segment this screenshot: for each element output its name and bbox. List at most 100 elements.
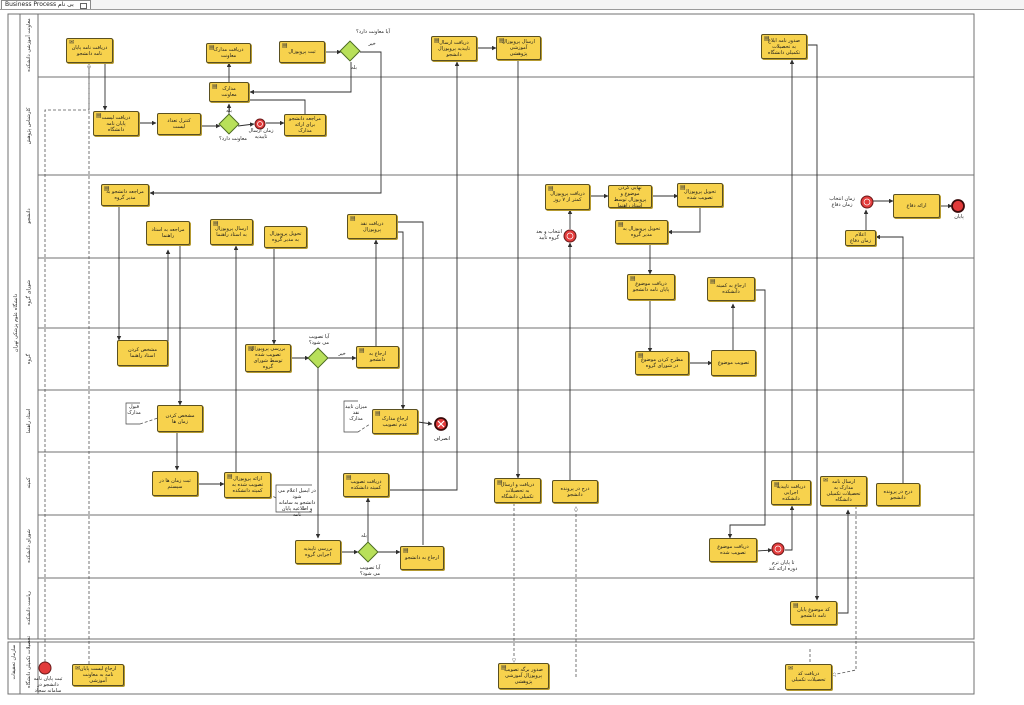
task-refer-committee[interactable]: ▤ارجاع به کمیته دانشکده	[707, 277, 755, 301]
task-record-times[interactable]: ثبت زمان ها در سیستم	[152, 471, 198, 496]
task-icon: ▤	[212, 83, 218, 90]
label-yes-2: بله	[226, 108, 232, 114]
timer-event-3	[771, 542, 785, 556]
lane-title-1: معاونت آموزشی دانشکده	[26, 18, 32, 72]
task-receive-topic[interactable]: ▤دریافت موضوع پایان نامه دانشجو	[627, 274, 675, 300]
gateway-3-label: آیا تصویب می شود؟	[308, 334, 330, 346]
task-file-record-2[interactable]: درج در پرونده دانشجو	[876, 483, 920, 506]
timer-3-label: تا پایان ترم دوره ارائه کند	[768, 560, 798, 572]
pool-title-main: دانشگاه علوم پزشکی تهران	[13, 293, 19, 353]
label-yes-4: بله	[361, 533, 367, 539]
task-deliver-proposal[interactable]: تحویل پروپوزال به مدیر گروه	[264, 226, 307, 248]
task-icon: ▤	[630, 275, 636, 282]
task-receive-critique[interactable]: ▤دریافت نقد پروپوزال	[347, 214, 397, 239]
task-icon: ▤	[497, 479, 503, 486]
task-receive-approved-topic[interactable]: دریافت موضوع تصویب شده	[709, 538, 757, 562]
task-icon: ▤	[434, 37, 440, 44]
bottom-pool	[7, 641, 975, 695]
document-tab[interactable]: Business Process بی نام	[1, 0, 91, 9]
task-icon: ▤	[209, 44, 215, 51]
gateway-4	[357, 541, 379, 563]
timer-2-label: انتخاب و بعد گروه تایید	[536, 229, 562, 241]
task-receive-7days[interactable]: ▤دریافت پروپوزال کمتر از ۷ روز	[545, 184, 590, 210]
task-icon: ▤	[638, 352, 644, 359]
envelope-icon: ✉	[75, 665, 81, 672]
label-no-1: خیر	[368, 41, 376, 47]
gateway-1-label: آیا معاونت دارد؟	[356, 29, 390, 35]
task-receive-exec-approval[interactable]: ▤دریافت تاییدیه اجرایی دانشکده	[771, 480, 811, 505]
task-send-to-supervisor[interactable]: ▤ارسال پروپوزال به استاد راهنما	[210, 219, 253, 245]
pool-title-bottom-1: سازمان تحقیقات	[11, 644, 17, 680]
task-deputy-documents[interactable]: ▤مدارک معاونت	[209, 82, 249, 102]
label-no-3: خیر	[338, 351, 346, 357]
task-refer-student[interactable]: ▤ارجاع به دانشجو	[356, 346, 399, 368]
task-receive-thesis-letter[interactable]: ✉دریافت نامه پایان نامه دانشجو	[66, 38, 113, 63]
task-deliver-approved[interactable]: ▤تحویل پروپوزال تصویب شده	[677, 183, 723, 207]
task-send-approval[interactable]: ▤دریافت ارسال تاییدیه پروپوزال دانشجو	[431, 36, 477, 61]
note-1: قبول مدارک	[127, 404, 141, 416]
task-icon: ▤	[710, 278, 716, 285]
task-student-visit[interactable]: مراجعه دانشجو برای ارائه مدارک	[284, 114, 326, 136]
task-refer-rejected[interactable]: ▤ارجاع مدارک عدم تصویب	[372, 409, 418, 434]
task-approve-topic[interactable]: تصویب موضوع	[711, 350, 756, 376]
task-present-topic[interactable]: ▤مطرح کردن موضوع در شورای گروه	[635, 351, 689, 375]
task-refer-list[interactable]: ✉ارجاع لیست پایان نامه به معاونت آموزشی	[72, 664, 124, 686]
task-receive-list[interactable]: ▤دریافت لیست پایان نامه دانشگاه	[93, 111, 139, 136]
task-icon: ▤	[213, 220, 219, 227]
end-timer-event	[254, 118, 266, 130]
task-issue-approval-form[interactable]: ▤صدور برگه تصویب پروپوزال آموزشی پژوهشی	[498, 663, 549, 689]
task-receive-code[interactable]: ✉دریافت کد تحصیلات تکمیلی	[785, 664, 832, 690]
task-register-proposal[interactable]: ▤ثبت پروپوزال	[279, 41, 325, 63]
task-finalize-topic[interactable]: نهایی کردن موضوع و پروپوزال توسط استاد ر…	[608, 185, 652, 208]
task-review-exec[interactable]: بررسی تاییدیه اجرایی گروه	[295, 540, 341, 564]
task-icon: ▤	[403, 547, 409, 554]
task-issue-letter[interactable]: ▤صدور نامه ابلاغ به تحصیلات تکمیلی دانشگ…	[761, 34, 807, 59]
tab-close-icon[interactable]	[79, 3, 87, 9]
task-icon: ▤	[346, 474, 352, 481]
defense-timer-label: زمان انتخاب زمان دفاع	[829, 196, 855, 208]
main-pool	[7, 13, 975, 640]
task-icon: ▤	[350, 215, 356, 222]
task-refer-student-2[interactable]: ▤ارجاع به دانشجو	[400, 546, 444, 570]
task-receive-committee-approval[interactable]: ▤دریافت تصویب کمیته دانشکده	[343, 473, 389, 497]
task-check-count[interactable]: کنترل تعداد لیست	[157, 113, 201, 135]
lane-title-3: دانشجو	[26, 208, 32, 224]
task-icon: ▤	[764, 35, 770, 42]
start-event	[38, 661, 52, 675]
task-present-to-committee[interactable]: ▤ارائه پروپوزال تصویب شده به کمیته دانشک…	[224, 472, 271, 498]
envelope-icon: ✉	[823, 477, 829, 484]
task-icon: ▤	[548, 185, 554, 192]
tab-title: Business Process بی نام	[5, 1, 74, 8]
task-deliver-to-head[interactable]: ▤تحویل پروپوزال به مدیر گروه	[615, 220, 668, 244]
task-icon: ▤	[282, 42, 288, 49]
start-label: ثبت پایان نامه دانشجو در سامانه سجاد	[33, 676, 63, 694]
task-set-times[interactable]: مشخص کردن زمان ها	[157, 405, 203, 432]
gateway-4-label: آیا تصویب می شود؟	[359, 565, 381, 577]
gateway-2	[218, 113, 240, 135]
gateway-2-label: معاونت دارد؟	[219, 136, 247, 142]
task-visit-supervisor[interactable]: مراجعه به استاد راهنما	[146, 221, 190, 245]
task-defense[interactable]: ارائه دفاع	[893, 194, 940, 218]
lane-title-2: کارشناس پژوهش	[26, 107, 32, 145]
task-receive-and-send[interactable]: ▤دریافت و ارسال به تحصیلات تکمیلی دانشگا…	[494, 478, 541, 503]
task-icon: ▤	[501, 664, 507, 671]
task-announce-defense[interactable]: اعلام زمان دفاع	[845, 230, 876, 246]
task-visit-head[interactable]: ▤مراجعه دانشجو به مدیر گروه	[101, 184, 149, 206]
task-send-proposal[interactable]: ▤ارسال پروپوزال آموزشی پژوهشی	[496, 36, 541, 60]
task-icon: ▤	[774, 481, 780, 488]
note-2: میزان تایید نقد مدارک	[344, 404, 368, 422]
task-send-docs[interactable]: ✉ارسال نامه مدارک به تحصیلات تکمیلی دانش…	[820, 476, 867, 506]
task-file-record[interactable]: درج در پرونده دانشجو	[552, 480, 598, 503]
tab-bar: Business Process بی نام	[0, 0, 1024, 10]
task-icon: ▤	[618, 221, 624, 228]
task-icon: ▤	[680, 184, 686, 191]
end-timer-label: زمان ارسال تاییدیه	[248, 128, 274, 140]
lane-title-9: ریاست دانشکده	[26, 591, 32, 625]
task-thesis-code[interactable]: ▤کد موضوع پایان نامه دانشجو	[790, 601, 837, 625]
task-receive-documents[interactable]: ▤دریافت مدارک معاونت	[206, 43, 251, 63]
task-icon: ▤	[104, 185, 110, 192]
end-label: پایان	[954, 214, 964, 220]
task-icon: ▤	[248, 345, 254, 352]
task-determine-supervisor[interactable]: مشخص کردن استاد راهنما	[117, 340, 168, 366]
task-review-by-council[interactable]: ▤بررسی پروپوزال تصویب شده توسط شورای گرو…	[245, 344, 291, 372]
